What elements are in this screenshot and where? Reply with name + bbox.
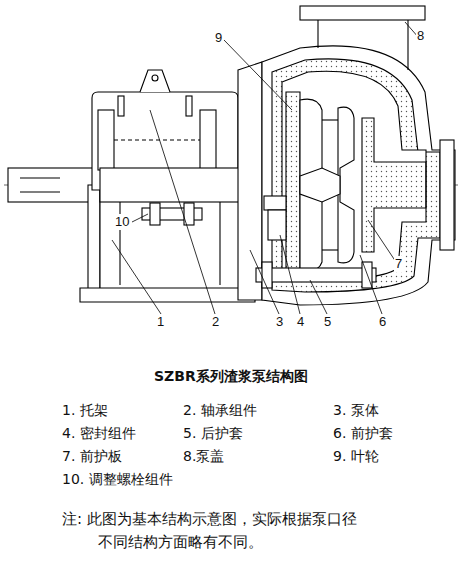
shaft — [8, 168, 100, 202]
pump-drawing — [0, 0, 461, 340]
bearing — [98, 110, 114, 170]
leader-line — [250, 250, 279, 314]
part-name: 7. 前护板 — [62, 448, 122, 465]
vane — [322, 119, 338, 120]
rear-liner — [286, 92, 300, 278]
leader-line — [280, 235, 300, 314]
callout-number: 9 — [214, 30, 223, 46]
pump-body — [238, 62, 262, 300]
leader-line — [150, 110, 215, 314]
callout-number: 5 — [323, 314, 332, 330]
callout-number: 8 — [416, 28, 425, 44]
frame-rib — [219, 195, 220, 285]
discharge-flange — [300, 6, 425, 20]
part-name: 5. 后护套 — [183, 425, 243, 442]
impeller-hub — [300, 168, 340, 202]
leader-line — [224, 40, 292, 110]
seal — [268, 210, 286, 240]
callout-number: 10 — [114, 214, 130, 230]
part-name: 4. 密封组件 — [62, 425, 136, 442]
keyway — [20, 177, 60, 178]
leader-line — [360, 255, 382, 314]
callout-number: 7 — [394, 256, 403, 272]
adjust-nut — [150, 203, 160, 225]
callout-number: 6 — [378, 314, 387, 330]
bearing — [200, 110, 216, 170]
leader-line — [132, 214, 148, 222]
diagram-title: SZBR系列渣浆泵结构图 — [154, 368, 308, 385]
seal — [264, 196, 286, 210]
note-text: 注: 此图为基本结构示意图，实际根据泵口径 不同结构方面略有不同。 — [62, 508, 366, 553]
suction-flange — [440, 140, 454, 250]
leader-line — [368, 220, 396, 262]
part-name: 3. 泵体 — [333, 402, 379, 419]
part-name: 1. 托架 — [62, 402, 108, 419]
frame-base — [80, 288, 255, 302]
nut — [262, 262, 272, 288]
bolt — [118, 96, 124, 116]
liner — [272, 59, 440, 292]
callout-number: 1 — [156, 314, 165, 330]
lifting-lug — [140, 70, 170, 92]
callout-number: 4 — [296, 314, 305, 330]
casing — [262, 46, 455, 305]
front-liner-plate — [362, 118, 426, 252]
callout-number: 2 — [211, 314, 220, 330]
part-name: 9. 叶轮 — [333, 448, 379, 465]
bolt — [186, 96, 192, 116]
part-name: 8.泵盖 — [183, 448, 224, 465]
bearing-frame — [100, 190, 240, 290]
leader-line — [112, 240, 161, 314]
keyway — [20, 191, 60, 192]
liner-inner — [282, 71, 426, 280]
frame-rib — [119, 195, 120, 285]
part-name: 6. 前护套 — [333, 425, 393, 442]
frame-wall — [88, 185, 100, 290]
callout-number: 3 — [275, 314, 284, 330]
housing-line — [114, 139, 200, 140]
part-name: 2. 轴承组件 — [183, 402, 257, 419]
part-name: 10. 调整螺栓组件 — [62, 471, 173, 488]
lug-hole — [152, 75, 158, 81]
leader-line — [310, 280, 327, 314]
bottom-bolt — [256, 268, 376, 282]
vane — [322, 249, 338, 250]
